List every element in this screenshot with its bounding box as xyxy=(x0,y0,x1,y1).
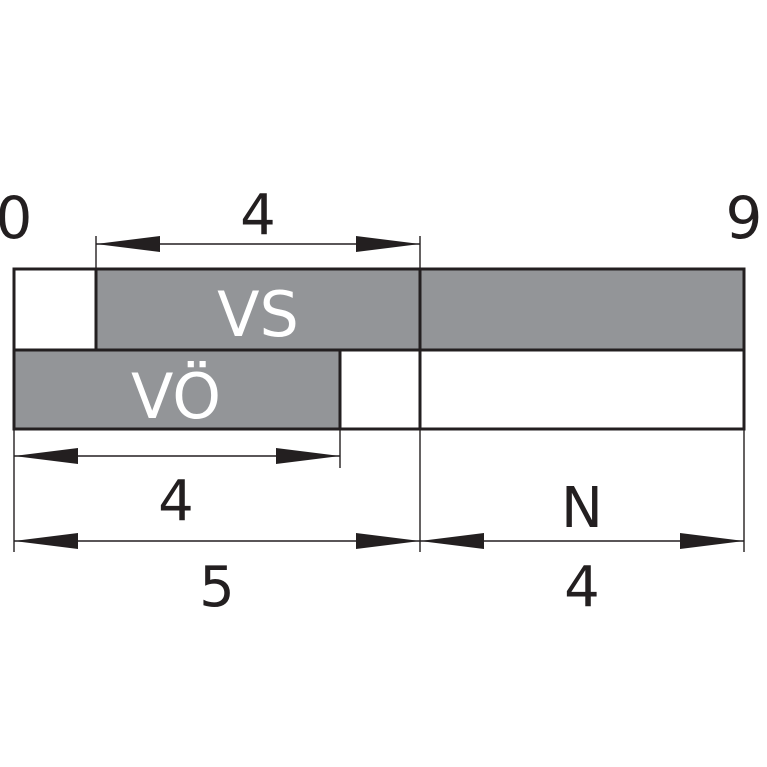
top-row-remaining-bar xyxy=(418,267,746,352)
remaining-dimension-value: 4 xyxy=(564,555,600,620)
bottom-row-remaining-empty xyxy=(418,348,746,431)
vs-dimension-arrow-right xyxy=(356,236,420,252)
remaining-dimension-symbol: N xyxy=(561,476,603,541)
remaining-dimension-arrow-left xyxy=(420,533,484,549)
bottom-row-gap-empty xyxy=(338,348,422,431)
total-dimension-arrow-right xyxy=(356,533,420,549)
scale-end-label: 9 xyxy=(726,184,763,252)
scale-start-label: 0 xyxy=(0,184,32,252)
total-dimension-value: 5 xyxy=(199,555,235,620)
vo-dimension-arrow-right xyxy=(276,448,340,464)
vo-dimension-arrow-left xyxy=(14,448,78,464)
remaining-dimension-arrow-right xyxy=(680,533,744,549)
vs-dimension-value: 4 xyxy=(240,183,276,248)
vs-bar-label: VS xyxy=(217,278,299,351)
vo-dimension-value: 4 xyxy=(158,469,194,534)
top-row-leading-empty xyxy=(12,267,98,352)
vo-bar xyxy=(12,348,342,431)
vo-bar-label: VÖ xyxy=(131,360,221,433)
vs-bar xyxy=(94,267,422,352)
vs-dimension-arrow-left xyxy=(96,236,160,252)
total-dimension-arrow-left xyxy=(14,533,78,549)
